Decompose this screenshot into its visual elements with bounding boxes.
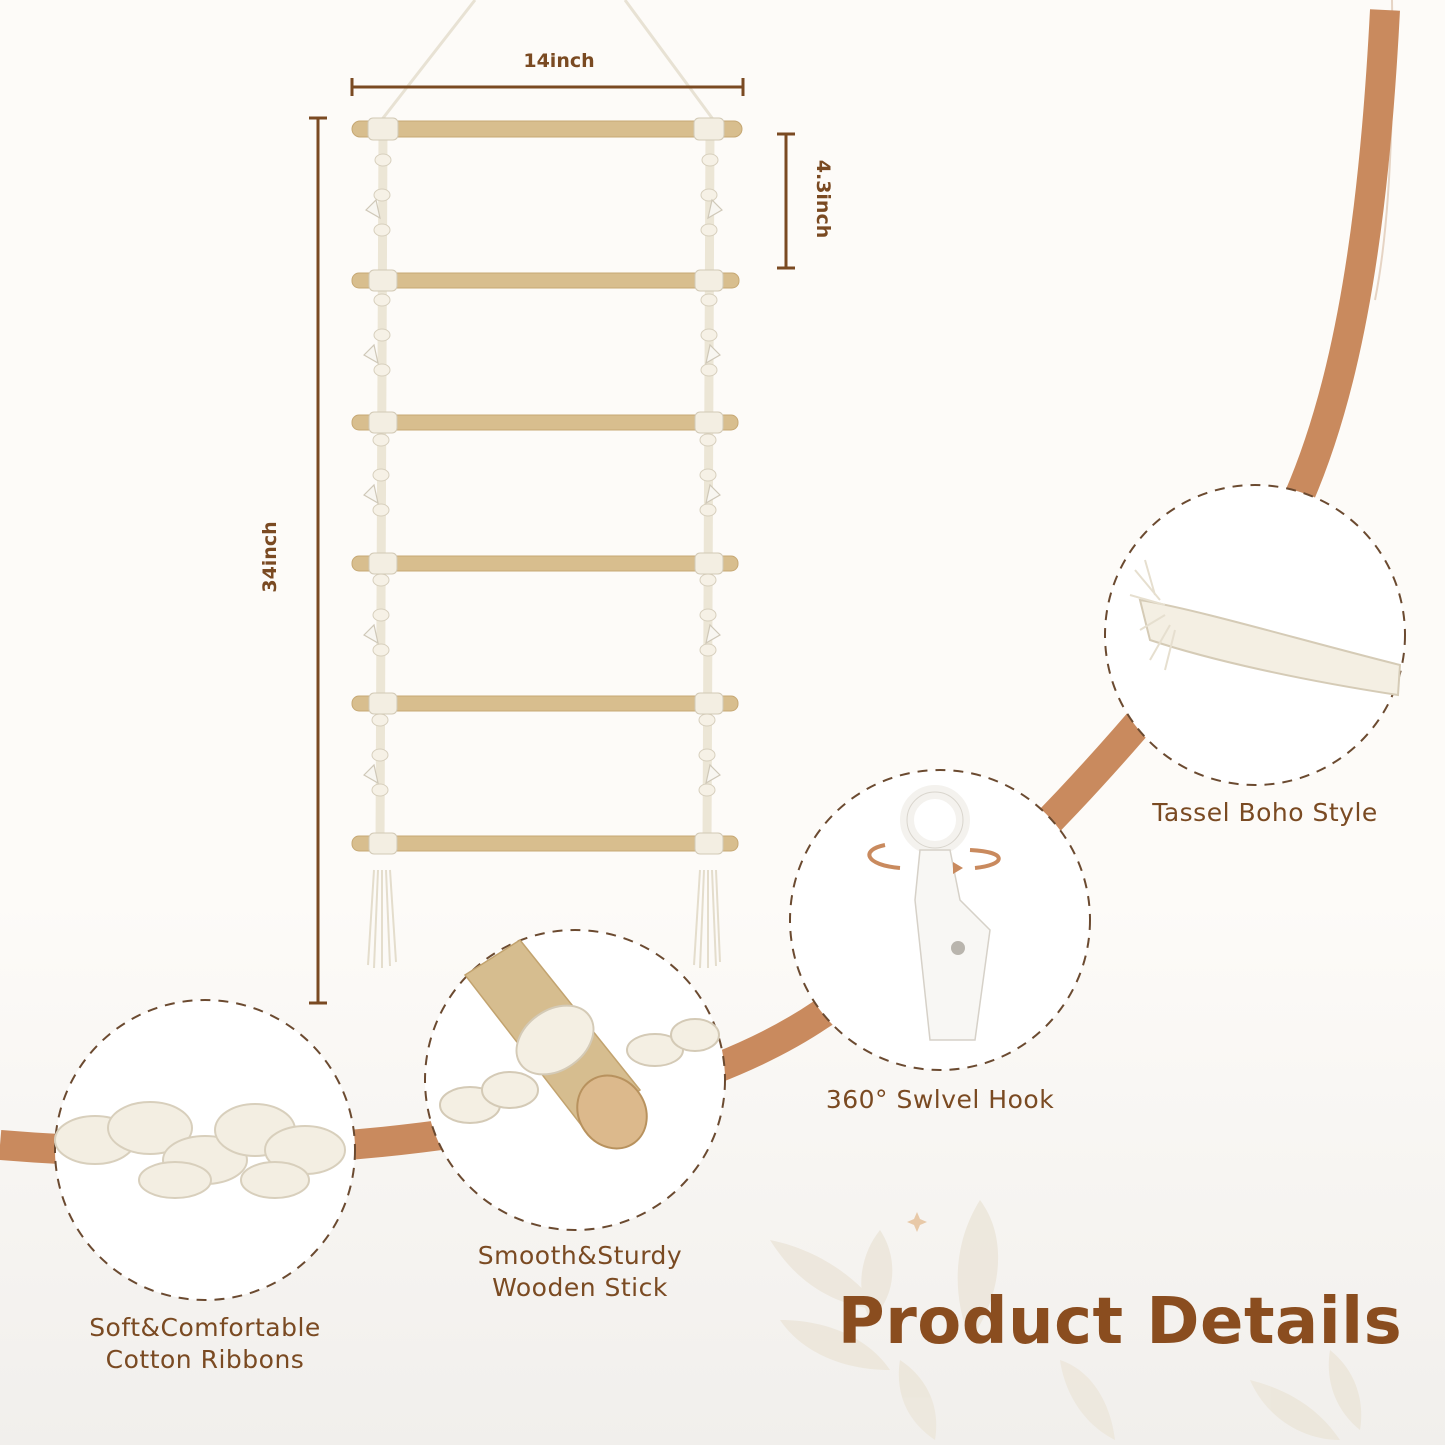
sparkle-icon xyxy=(907,1212,927,1232)
rope-knots xyxy=(371,153,719,797)
leaf-decoration xyxy=(770,1200,1362,1440)
cotton-ribbon-circle xyxy=(54,999,356,1301)
page-title: Product Details xyxy=(837,1285,1403,1359)
braided-rope-image xyxy=(54,1101,346,1199)
caption-line: Soft&Comfortable xyxy=(89,1313,321,1342)
width-dimension-label: 14inch xyxy=(523,50,595,72)
tassel-circle xyxy=(1104,484,1406,786)
rope-wraps xyxy=(367,117,725,855)
caption-line: Cotton Ribbons xyxy=(105,1345,305,1374)
caption-line: Tassel Boho Style xyxy=(1152,798,1378,827)
cotton-ribbon-caption: Soft&Comfortable Cotton Ribbons xyxy=(55,1312,355,1376)
dimension-lines xyxy=(309,78,795,1005)
swivel-hook-image xyxy=(867,785,1001,1041)
swivel-hook-circle xyxy=(789,769,1091,1071)
tassel-caption: Tassel Boho Style xyxy=(1115,797,1415,829)
wooden-stick-caption: Smooth&Sturdy Wooden Stick xyxy=(430,1240,730,1304)
wooden-stick-image xyxy=(439,939,720,1150)
hanging-string xyxy=(378,0,717,123)
caption-line: Wooden Stick xyxy=(492,1273,668,1302)
swivel-hook-caption: 360° Swlvel Hook xyxy=(790,1084,1090,1116)
caption-line: 360° Swlvel Hook xyxy=(825,1085,1055,1114)
tassel-image xyxy=(1129,559,1402,697)
caption-line: Smooth&Sturdy xyxy=(477,1241,683,1270)
wooden-stick-circle xyxy=(424,929,726,1231)
rope-tassels xyxy=(367,869,721,969)
rope-clips xyxy=(363,198,723,785)
wooden-rungs xyxy=(351,120,743,852)
